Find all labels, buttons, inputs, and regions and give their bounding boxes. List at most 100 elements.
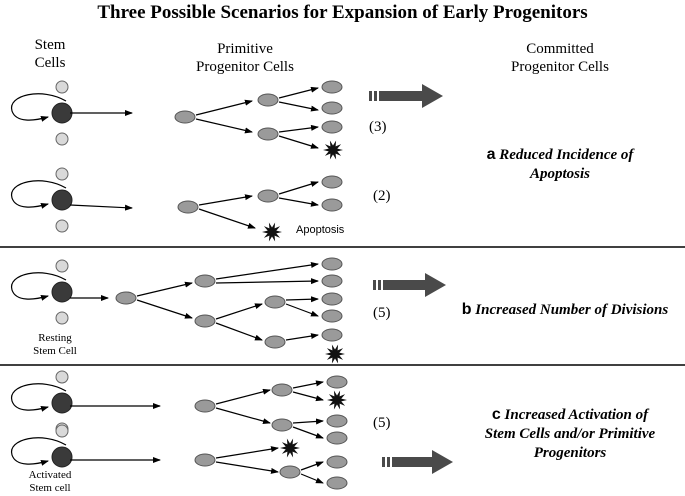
lineage-arrow [215,322,263,341]
lineage-arrow [285,303,319,317]
lineage-arrow [215,278,319,285]
block-arrow [373,273,446,297]
primitive-progenitor-header: Primitive Progenitor Cells [165,40,325,76]
quiescent-cell [55,80,69,94]
lineage-arrow [278,197,319,207]
committed-progenitor-header: Committed Progenitor Cells [480,40,640,76]
stem-cell [51,392,73,414]
activated-stem-cell-label: Activated Stem cell [10,469,90,495]
progenitor-cell [326,375,348,389]
progenitor-cell [321,80,343,94]
stem-cell [51,102,73,124]
apoptotic-cell [280,438,300,458]
quiescent-cell [55,259,69,273]
apoptotic-cell [323,140,343,160]
progenitor-cell [326,431,348,445]
quiescent-cell [55,132,69,146]
lineage-arrow [285,296,319,303]
lineage-arrow [195,99,253,116]
progenitor-cell [271,383,293,397]
scenario-c-text-line2: Stem Cells and/or Primitive [484,426,656,442]
apoptotic-cell [327,390,347,410]
lineage-arrow [215,407,271,425]
apoptotic-cells [262,140,347,458]
figure-title: Three Possible Scenarios for Expansion o… [97,2,588,23]
scenario-a-letter: a [486,146,496,163]
progenitor-cell [194,453,216,467]
scenario-c-text-line3: Progenitors [533,445,607,461]
count-label: (2) [373,188,391,204]
block-arrow [382,450,453,474]
primitive-header-line2: Progenitor Cells [196,59,294,75]
lineage-arrow [198,194,253,206]
lineage-arrow [278,124,319,133]
lineage-arrows [69,86,324,484]
progenitor-cell [321,274,343,288]
progenitor-cell [177,200,199,214]
self-renewal-arrow [11,93,67,122]
scenario-b-caption: b Increased Number of Divisions [450,300,680,320]
scenario-c-caption: c Increased Activation of Stem Cells and… [460,405,680,463]
progenitor-cell [321,101,343,115]
progenitor-cell [271,418,293,432]
progenitor-cell [279,465,301,479]
progenitor-cell [326,455,348,469]
resting-stem-cell-label: Resting Stem Cell [20,332,90,358]
self-renewal-arrow [11,272,67,301]
lineage-arrow [278,101,319,112]
stem-header-line1: Stem [34,37,66,53]
scenario-b-text-line1: Increased Number of Divisions [475,302,669,318]
quiescent-cell [55,424,69,438]
scenario-a-caption: a Reduced Incidence of Apoptosis [450,145,670,184]
lineage-arrow [195,118,253,134]
quiescent-cell [55,370,69,384]
lineage-arrow [136,299,193,319]
self-renewal-arrow [11,180,67,209]
block-arrow [369,84,443,108]
apoptotic-cell [325,344,345,364]
scenario-c-letter: c [491,406,501,423]
lineage-arrow [69,204,133,211]
activated-label-line2: Stem cell [29,482,71,494]
quiescent-cell [55,311,69,325]
progenitor-cell [321,175,343,189]
lineage-arrow [278,135,319,149]
progenitor-cell [194,399,216,413]
lineage-arrow [300,461,324,471]
self-renewal-arrow [11,383,67,412]
progenitor-cell [194,274,216,288]
lineage-arrow [215,446,279,459]
progenitor-cell [321,120,343,134]
progenitor-cell [321,292,343,306]
progenitor-cell [321,309,343,323]
lineage-arrow [292,418,324,425]
lineage-arrow [278,86,319,99]
progenitor-cell [326,476,348,490]
progenitor-cell [326,414,348,428]
progenitor-cell [321,328,343,342]
progenitor-cell [264,295,286,309]
stem-cells-header: Stem Cells [20,36,80,72]
self-renewal-arrow [11,437,67,466]
lineage-arrow [285,333,319,341]
lineage-arrow [215,262,319,280]
activated-label-line1: Activated [28,469,72,481]
stem-cells-group [11,80,73,468]
committed-header-line1: Committed [526,41,594,57]
progenitor-cell [257,189,279,203]
scenario-b-letter: b [461,301,472,318]
lineage-arrow [215,388,271,405]
count-label: (5) [373,415,391,431]
progenitor-cell [257,127,279,141]
scenario-a-text-line2: Apoptosis [529,166,590,182]
stem-cell [51,189,73,211]
apoptotic-cell [262,222,282,242]
lineage-arrow [198,208,256,229]
lineage-arrow [292,380,324,389]
lineage-arrow [136,281,193,297]
stem-cell [51,281,73,303]
progenitor-cell [321,257,343,271]
progenitor-cell [264,335,286,349]
scenario-a-text-line1: Reduced Incidence of [499,147,634,163]
